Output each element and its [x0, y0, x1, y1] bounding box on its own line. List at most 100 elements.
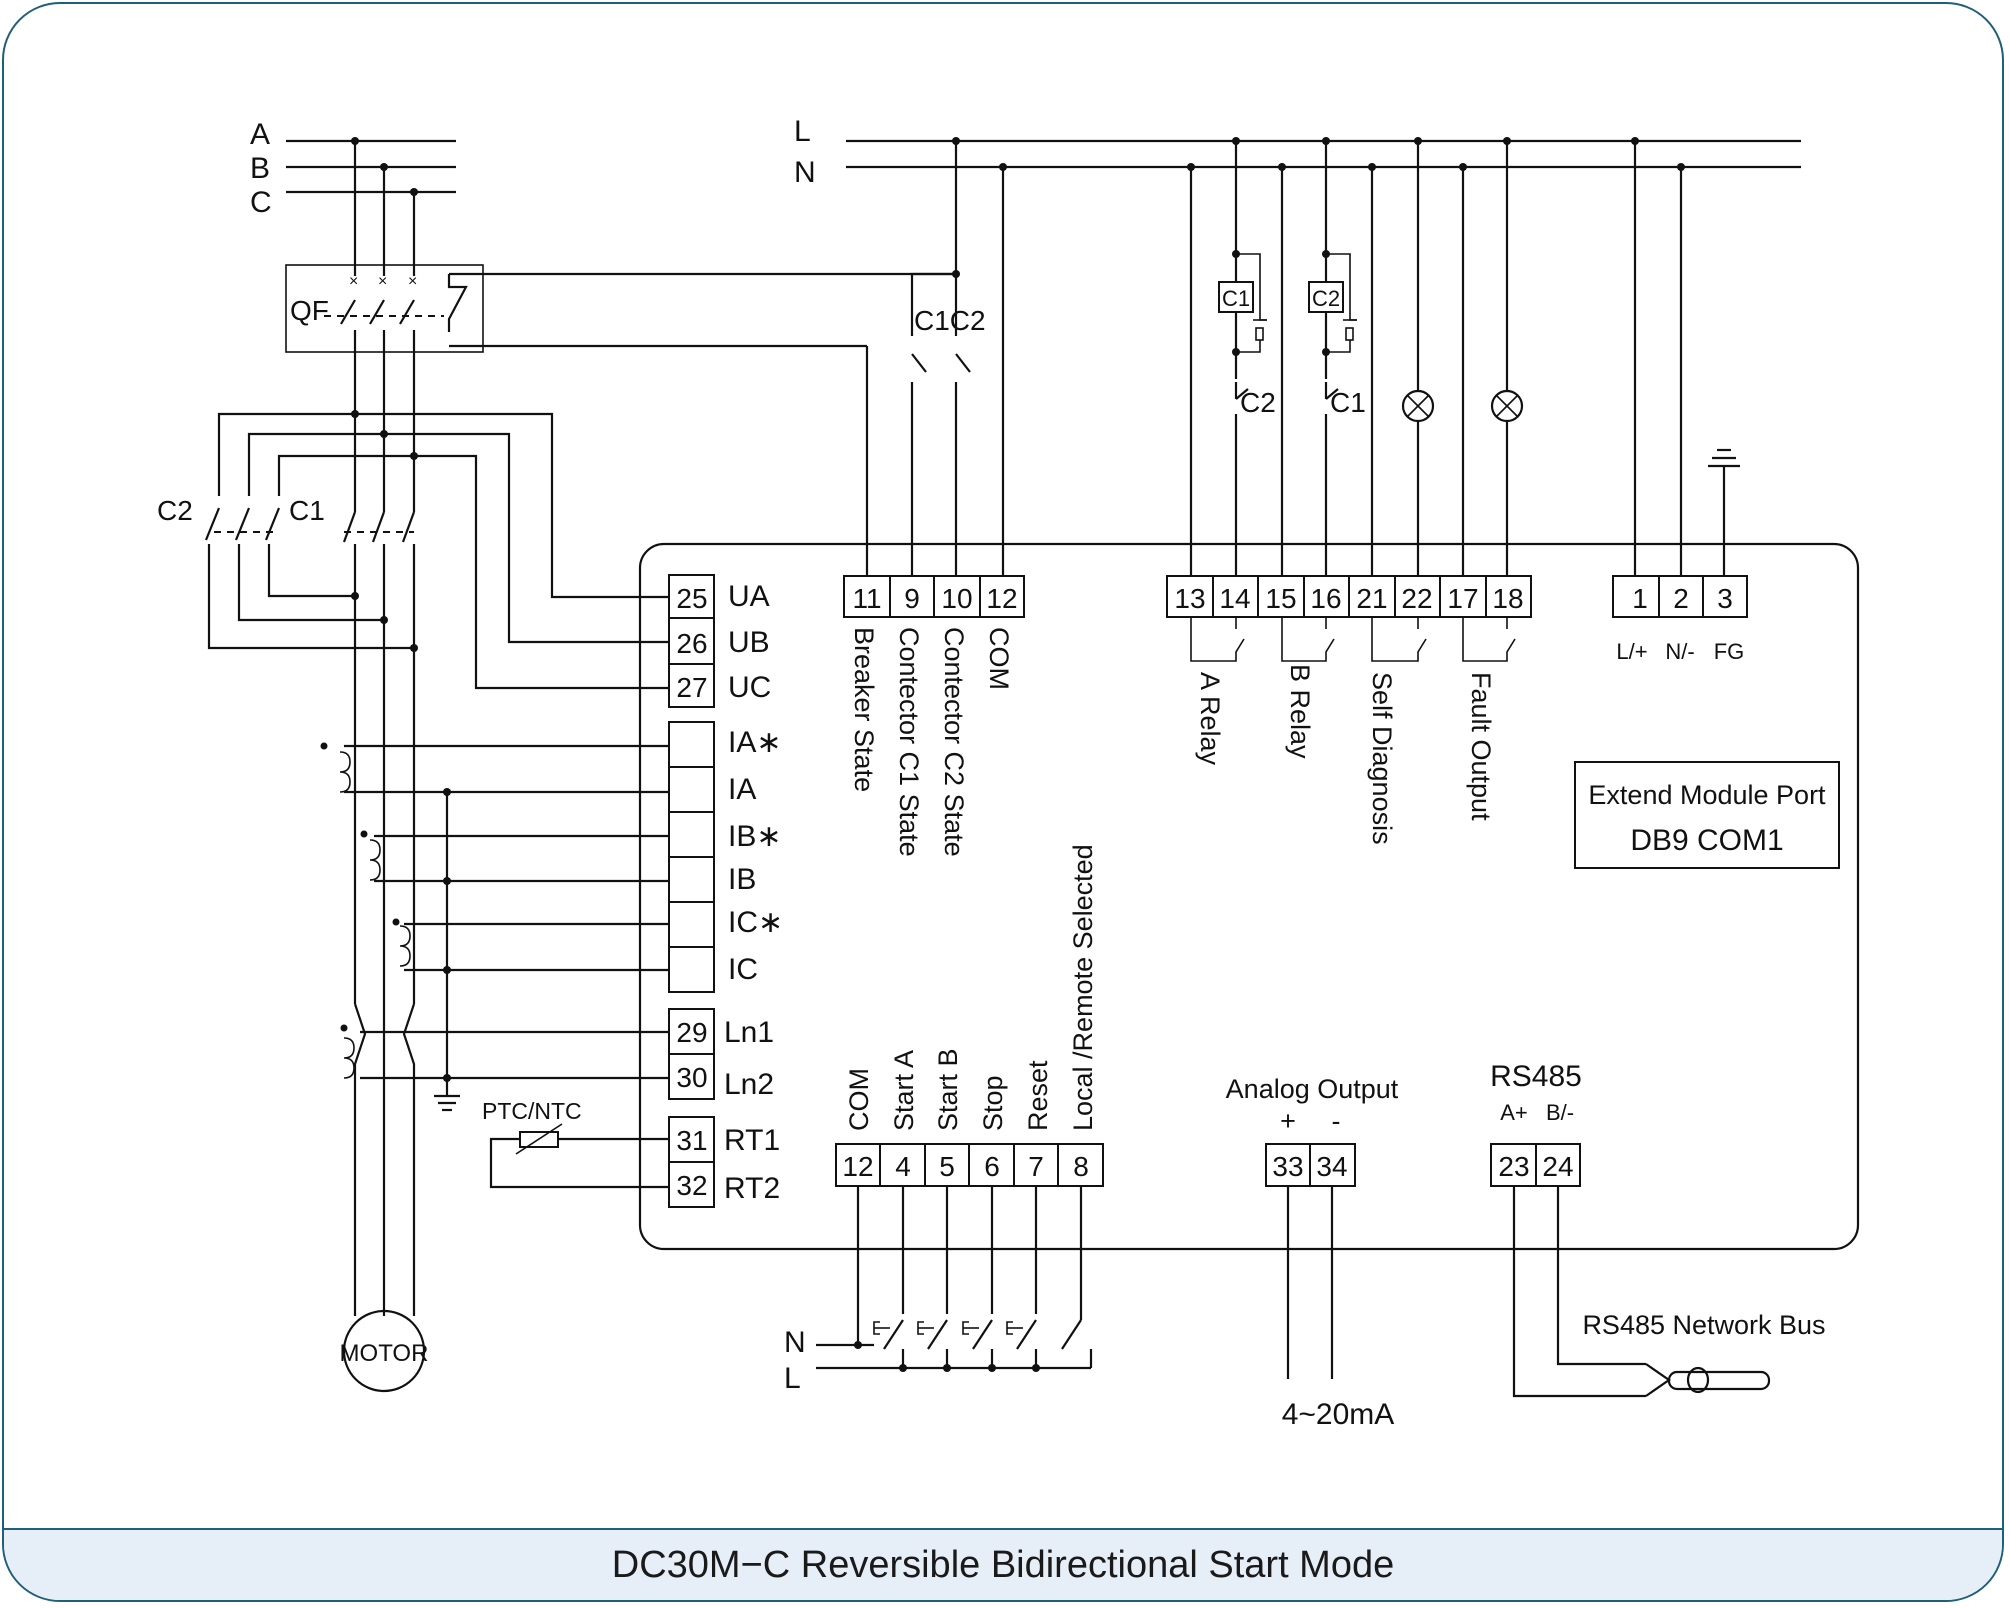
- svg-text:×: ×: [349, 273, 358, 290]
- label-n-minus: N/-: [1665, 639, 1694, 664]
- label-ln2: Ln2: [724, 1068, 774, 1101]
- contactor-c2-label: C2: [157, 495, 193, 526]
- label-com-state: COM: [984, 627, 1014, 690]
- terminal-26: 26: [676, 628, 707, 659]
- label-uc: UC: [728, 671, 771, 704]
- terminal-8: 8: [1073, 1151, 1089, 1182]
- phase-a-label: A: [250, 118, 270, 151]
- coil-c2-label: C2: [1312, 286, 1340, 311]
- label-a-relay: A Relay: [1195, 672, 1225, 766]
- control-inputs: COM Start A Start B Stop Reset Local /Re…: [784, 844, 1104, 1395]
- contactor-wiring: C2 C1: [157, 410, 668, 1004]
- label-ic-star: IC∗: [728, 906, 783, 939]
- terminal-17: 17: [1447, 583, 1478, 614]
- label-stop: Stop: [978, 1075, 1008, 1131]
- three-phase-supply: A B C: [250, 118, 456, 276]
- label-ia: IA: [728, 773, 756, 806]
- ptc-sensor: PTC/NTC: [482, 1098, 668, 1189]
- label-b-relay: B Relay: [1285, 664, 1315, 759]
- terminal-13: 13: [1174, 583, 1205, 614]
- label-ib-star: IB∗: [728, 820, 781, 853]
- terminal-29: 29: [676, 1017, 707, 1048]
- terminal-12-ctrl: 12: [842, 1151, 873, 1182]
- bus-l-label: L: [794, 115, 811, 148]
- left-terminals: 25 26 27 UA UB UC IA∗ IA IB∗ IB IC∗ IC 2…: [668, 574, 783, 1208]
- terminal-15: 15: [1265, 583, 1296, 614]
- ctrl-l-label: L: [784, 1362, 801, 1395]
- device-body: [638, 542, 1860, 1251]
- motor: MOTOR: [340, 1003, 429, 1393]
- extend-module-port: Extend Module Port DB9 COM1: [1574, 761, 1840, 869]
- rs485-b-label: B/-: [1546, 1100, 1574, 1125]
- label-rt1: RT1: [724, 1124, 780, 1157]
- wiring-diagram: A B C QF × × ×: [157, 115, 1860, 1431]
- label-l-plus: L/+: [1616, 639, 1647, 664]
- phase-c-label: C: [250, 186, 272, 219]
- power-terminals: 1 2 3 L/+ N/- FG: [1612, 141, 1748, 664]
- terminal-27: 27: [676, 672, 707, 703]
- terminal-7: 7: [1028, 1151, 1044, 1182]
- label-start-a: Start A: [889, 1050, 919, 1131]
- footer-bar: DC30M−C Reversible Bidirectional Start M…: [4, 1528, 2002, 1600]
- nc-c2-label: C2: [1240, 387, 1276, 418]
- coil-c1-label: C1: [1222, 286, 1250, 311]
- aux-c1c2-label: C1C2: [914, 305, 986, 336]
- label-start-b: Start B: [933, 1048, 963, 1131]
- terminal-2: 2: [1673, 583, 1689, 614]
- analog-plus: +: [1280, 1106, 1296, 1136]
- ctrl-n-label: N: [784, 1326, 806, 1359]
- terminal-16: 16: [1310, 583, 1341, 614]
- analog-minus: -: [1332, 1106, 1341, 1136]
- label-ia-star: IA∗: [728, 726, 781, 759]
- ptc-label: PTC/NTC: [482, 1098, 582, 1124]
- motor-label: MOTOR: [340, 1340, 429, 1367]
- bus-n-label: N: [794, 156, 816, 189]
- relay-outputs: C1 C2 C2 C1: [1166, 141, 1532, 845]
- extend-port-line1: Extend Module Port: [1588, 780, 1826, 810]
- phase-b-label: B: [250, 152, 270, 185]
- terminal-32: 32: [676, 1170, 707, 1201]
- terminal-21: 21: [1356, 583, 1387, 614]
- rs485-title: RS485: [1490, 1060, 1582, 1093]
- label-ua: UA: [728, 580, 770, 613]
- label-fault-output: Fault Output: [1466, 672, 1496, 821]
- label-ib: IB: [728, 863, 756, 896]
- diagram-title: DC30M−C Reversible Bidirectional Start M…: [611, 1543, 1395, 1586]
- terminal-30: 30: [676, 1062, 707, 1093]
- rs485-port: RS485 A+ B/- 23 24 RS485 Network Bus: [1490, 1060, 1826, 1398]
- label-contector-c2-state: Contector C2 State: [939, 627, 969, 857]
- terminal-18: 18: [1492, 583, 1523, 614]
- terminal-25: 25: [676, 583, 707, 614]
- terminal-11: 11: [852, 583, 881, 614]
- terminal-10: 10: [941, 583, 972, 614]
- label-contector-c1-state: Contector C1 State: [894, 627, 924, 857]
- terminal-34: 34: [1316, 1151, 1347, 1182]
- terminal-14: 14: [1219, 583, 1250, 614]
- label-rt2: RT2: [724, 1172, 780, 1205]
- terminal-1: 1: [1632, 583, 1648, 614]
- label-ub: UB: [728, 626, 770, 659]
- label-local-remote: Local /Remote Selected: [1068, 844, 1098, 1131]
- breaker-label: QF: [290, 295, 329, 326]
- label-breaker-state: Breaker State: [849, 627, 879, 792]
- terminal-4: 4: [895, 1151, 911, 1182]
- terminal-22: 22: [1401, 583, 1432, 614]
- state-inputs: C1C2 11 9 10 12 Breaker State Contector …: [843, 141, 1025, 857]
- terminal-31: 31: [676, 1125, 707, 1156]
- terminal-3: 3: [1717, 583, 1733, 614]
- rs485-a-label: A+: [1500, 1100, 1528, 1125]
- label-ic: IC: [728, 953, 758, 986]
- svg-text:×: ×: [408, 273, 417, 290]
- terminal-33: 33: [1272, 1151, 1303, 1182]
- terminal-5: 5: [939, 1151, 955, 1182]
- control-power-bus: L N: [794, 115, 1801, 189]
- extend-port-line2: DB9 COM1: [1630, 824, 1783, 857]
- analog-output: Analog Output + - 33 34 4~20mA: [1226, 1074, 1399, 1431]
- terminal-9: 9: [904, 583, 920, 614]
- svg-text:×: ×: [378, 273, 387, 290]
- label-fg: FG: [1714, 639, 1745, 664]
- current-transformers: [320, 742, 668, 1112]
- breaker-qf: QF × × ×: [285, 264, 959, 416]
- label-reset: Reset: [1023, 1060, 1053, 1131]
